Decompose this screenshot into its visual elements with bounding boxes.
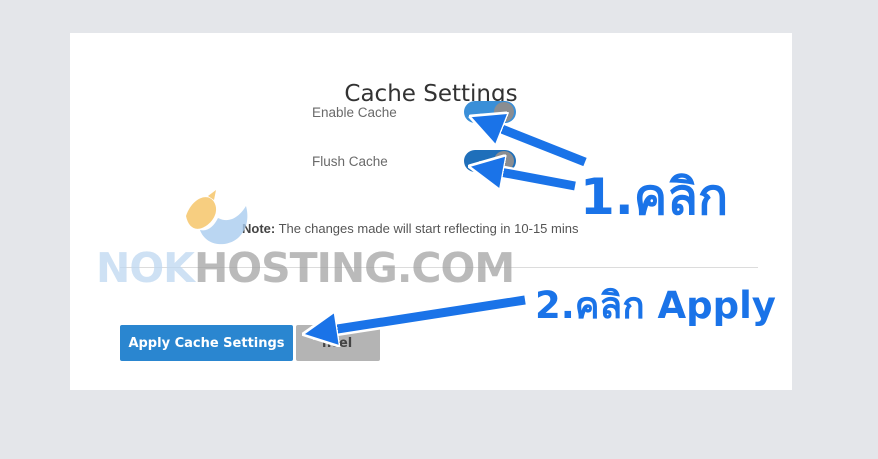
annotation-step1: 1.คลิก [580, 168, 729, 226]
watermark-bird-logo [186, 190, 248, 245]
arrow-to-flush-cache [478, 168, 577, 193]
note-prefix: Note: [242, 221, 276, 236]
flush-cache-label: Flush Cache [312, 154, 388, 169]
annotation-step2: 2.คลิก Apply [535, 284, 776, 327]
watermark-nok: NOK [96, 244, 195, 292]
watermark-text: NOKHOSTING.COM [96, 244, 515, 292]
note-body: The changes made will start reflecting i… [275, 221, 579, 236]
watermark-hosting: HOSTING.COM [193, 244, 515, 292]
apply-cache-settings-button[interactable]: Apply Cache Settings [120, 325, 293, 361]
arrow-to-enable-cache [478, 120, 588, 169]
note-text: Note: The changes made will start reflec… [242, 221, 578, 236]
enable-cache-label: Enable Cache [312, 105, 397, 120]
divider [120, 267, 758, 268]
arrow-to-apply-button [312, 293, 527, 333]
